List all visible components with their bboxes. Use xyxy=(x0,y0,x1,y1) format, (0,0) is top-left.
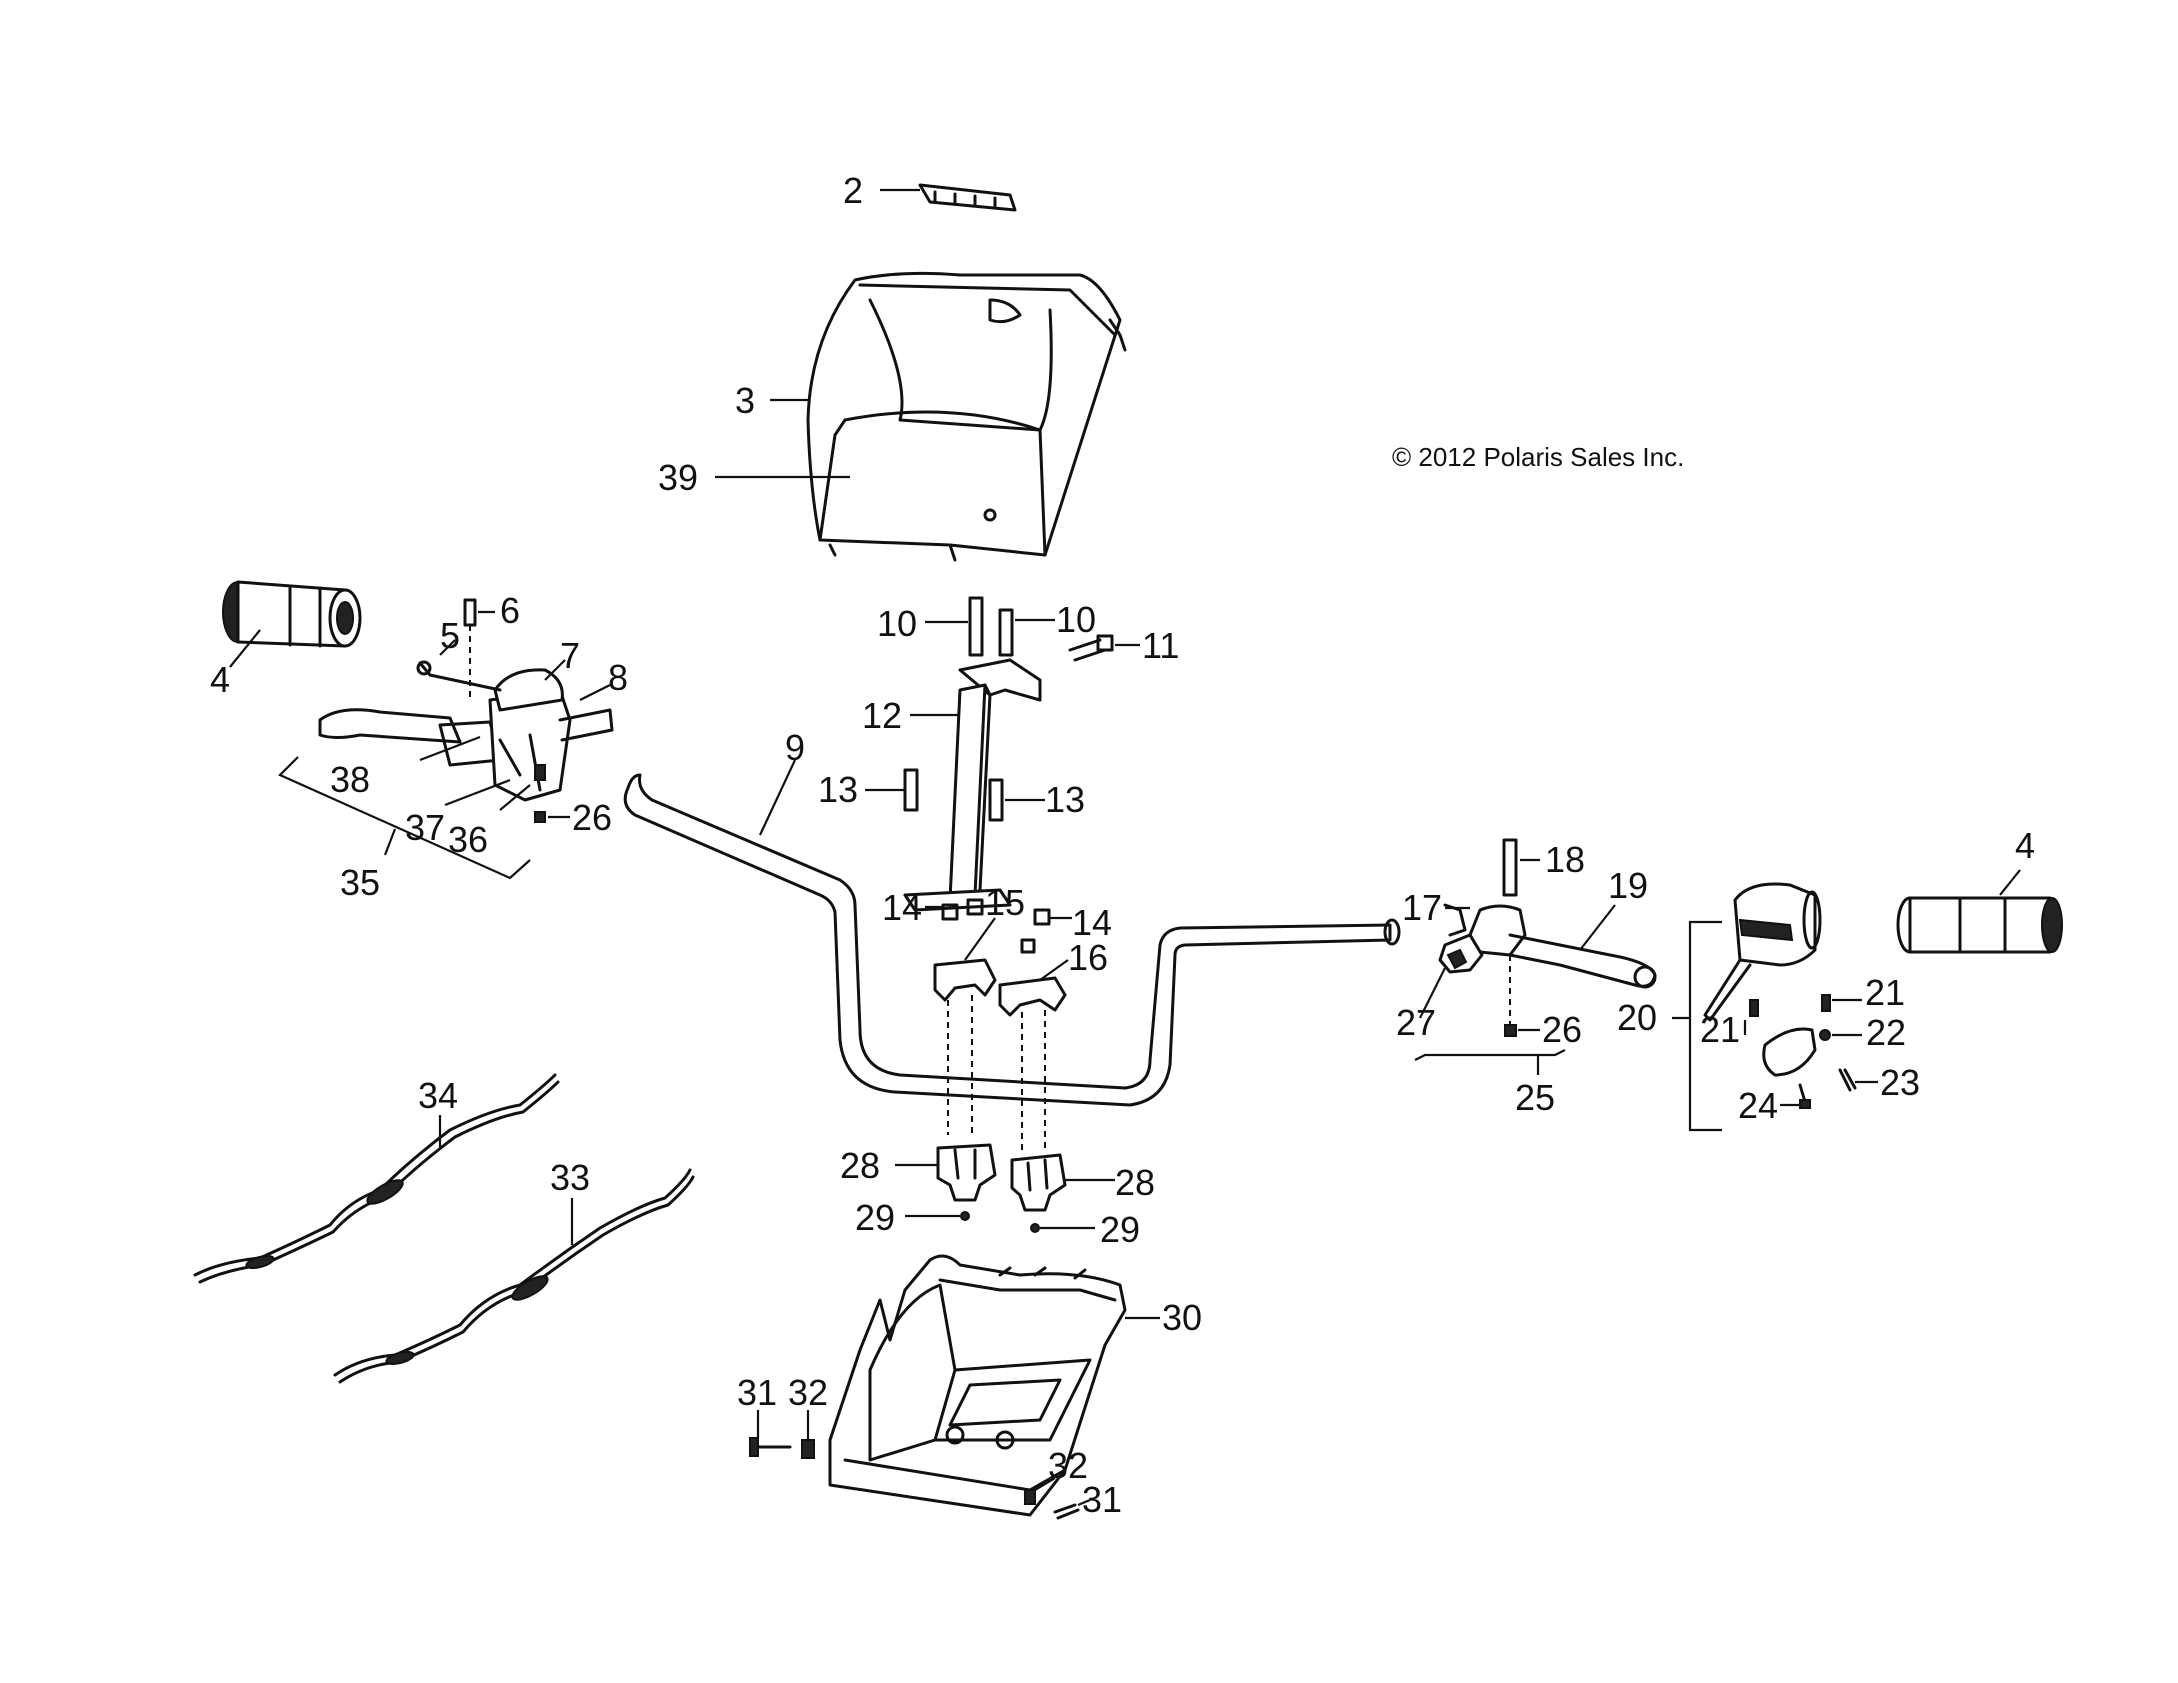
part-32-grommet-right xyxy=(1024,1489,1036,1505)
callout-28-right: 28 xyxy=(1115,1162,1155,1203)
part-14-bolts-right xyxy=(1020,908,1051,954)
part-9-handlebar xyxy=(623,773,1401,1107)
part-11-bolt xyxy=(1068,634,1114,662)
callout-10-left: 10 xyxy=(877,603,917,644)
part-13-bolt-left xyxy=(903,768,919,812)
part-31-screw-left xyxy=(749,1437,792,1457)
part-13-bolt-right xyxy=(988,778,1004,822)
callout-4-left: 4 xyxy=(210,659,230,700)
part-20-switch-housing xyxy=(1703,882,1822,1022)
callout-27: 27 xyxy=(1396,1002,1436,1043)
callout-37: 37 xyxy=(405,807,445,848)
part-35-master-cylinder-assembly xyxy=(318,668,614,802)
part-23-screw xyxy=(1838,1068,1857,1092)
callout-22: 22 xyxy=(1866,1012,1906,1053)
callout-33: 33 xyxy=(550,1157,590,1198)
callout-23: 23 xyxy=(1880,1062,1920,1103)
callout-18: 18 xyxy=(1545,839,1585,880)
callout-4-right: 4 xyxy=(2015,825,2035,866)
part-4-right-grip xyxy=(1896,896,2063,954)
part-15-clamp-upper xyxy=(933,958,997,1002)
part-22-cover xyxy=(1762,1027,1831,1077)
callout-32-right: 32 xyxy=(1048,1445,1088,1486)
callout-7: 7 xyxy=(560,635,580,676)
callout-13-right: 13 xyxy=(1045,779,1085,820)
part-32-grommet-left xyxy=(801,1439,815,1459)
callout-3: 3 xyxy=(735,380,755,421)
callout-16: 16 xyxy=(1068,937,1108,978)
callout-8: 8 xyxy=(608,657,628,698)
part-29-washer-left xyxy=(960,1211,970,1221)
part-33-brake-cable xyxy=(333,1168,695,1384)
callout-26-left: 26 xyxy=(572,797,612,838)
callout-13-left: 13 xyxy=(818,769,858,810)
callout-26-right: 26 xyxy=(1542,1009,1582,1050)
part-31-screw-right xyxy=(1053,1503,1080,1520)
part-28-lower-clamp-left xyxy=(936,1143,997,1202)
callout-14-right: 14 xyxy=(1072,902,1112,943)
callout-38: 38 xyxy=(330,759,370,800)
callout-20: 20 xyxy=(1617,997,1657,1038)
callout-25: 25 xyxy=(1515,1077,1555,1118)
callout-12: 12 xyxy=(862,695,902,736)
callout-29-left: 29 xyxy=(855,1197,895,1238)
part-10-bolt-right xyxy=(998,608,1014,657)
part-25-lever-assembly xyxy=(1438,903,1657,989)
part-21-screw-left xyxy=(1749,999,1759,1017)
part-26-nut-left xyxy=(534,811,546,823)
callout-28-left: 28 xyxy=(840,1145,880,1186)
part-34-throttle-cable xyxy=(193,1073,560,1284)
part-16-clamp-upper xyxy=(998,976,1067,1017)
part-26-nut-right xyxy=(1504,1024,1517,1037)
callout-31-right: 31 xyxy=(1082,1479,1122,1520)
callout-29-right: 29 xyxy=(1100,1209,1140,1250)
part-21-screw-right xyxy=(1821,994,1831,1012)
part-18-screw xyxy=(1502,838,1518,897)
part-4-left-grip xyxy=(222,580,362,648)
callout-24: 24 xyxy=(1738,1085,1778,1126)
part-29-washer-right xyxy=(1030,1223,1040,1233)
callout-2: 2 xyxy=(843,170,863,211)
part-10-bolt-left xyxy=(968,596,984,657)
part-5-screw xyxy=(416,660,502,692)
callout-39: 39 xyxy=(658,457,698,498)
callout-35: 35 xyxy=(340,862,380,903)
part-24-screw xyxy=(1798,1083,1811,1109)
copyright-notice: © 2012 Polaris Sales Inc. xyxy=(1392,442,1684,472)
callout-32-left: 32 xyxy=(788,1372,828,1413)
part-3-headlight-pod xyxy=(806,271,1127,562)
callout-6: 6 xyxy=(500,590,520,631)
part-2-emblem xyxy=(918,183,1017,212)
part-28-lower-clamp-right xyxy=(1010,1153,1067,1212)
part-6-screw xyxy=(463,598,477,700)
callout-5: 5 xyxy=(440,615,460,656)
callout-17: 17 xyxy=(1402,887,1442,928)
callout-19: 19 xyxy=(1608,865,1648,906)
callout-34: 34 xyxy=(418,1075,458,1116)
callout-9: 9 xyxy=(785,727,805,768)
callout-10-right: 10 xyxy=(1056,599,1096,640)
callout-14-left: 14 xyxy=(882,887,922,928)
callout-21-right: 21 xyxy=(1865,972,1905,1013)
callout-15: 15 xyxy=(985,882,1025,923)
part-14-bolts-left xyxy=(941,898,984,921)
part-30-lower-pod xyxy=(828,1254,1127,1517)
callout-30: 30 xyxy=(1162,1297,1202,1338)
callout-21-left: 21 xyxy=(1700,1009,1740,1050)
callout-31-left: 31 xyxy=(737,1372,777,1413)
part-12-riser xyxy=(903,658,1042,912)
callout-11: 11 xyxy=(1142,625,1179,666)
